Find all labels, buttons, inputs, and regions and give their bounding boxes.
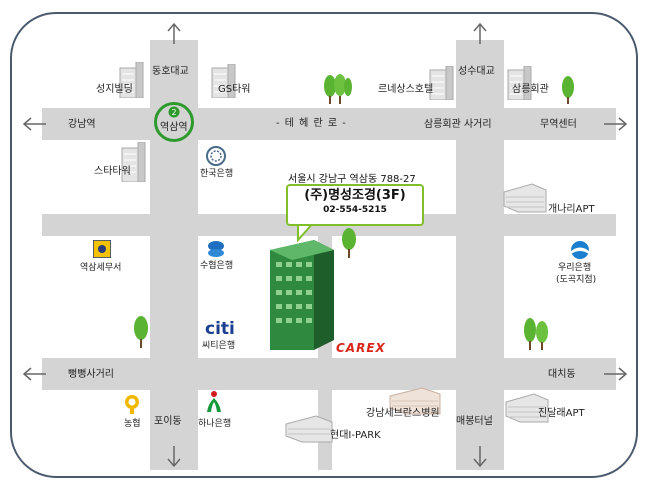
star-tower-label: 스타타워 xyxy=(94,166,131,177)
bank-of-korea-label: 한국은행 xyxy=(200,169,234,179)
seongji-building xyxy=(119,62,144,98)
teheran-road-label: - 테 헤 란 로 - xyxy=(276,118,347,129)
renaissance-building xyxy=(429,66,454,100)
severance-building xyxy=(389,387,441,415)
arrow-down-right-icon xyxy=(473,446,487,468)
suhyup-icon xyxy=(208,241,224,257)
nonghyup-label: 농협 xyxy=(124,419,141,429)
maebong-tunnel-label: 매봉터널 xyxy=(456,416,493,427)
station-label: 역삼역 xyxy=(160,122,188,133)
subway-line-2-icon: 2 xyxy=(168,106,180,118)
gs-tower-building xyxy=(211,64,236,98)
seolleung-intersection-label: 삼릉회관 사거리 xyxy=(424,119,492,130)
trade-center-label: 무역센터 xyxy=(540,119,577,130)
hyundai-ipark-label: 현대I-PARK xyxy=(330,430,381,441)
bank-of-korea-icon xyxy=(206,146,226,166)
daechi-label: 대치동 xyxy=(548,369,576,380)
citi-logo: citi xyxy=(205,319,235,339)
seolleung-hall-label: 삼릉회관 xyxy=(512,84,549,95)
star-tower-building xyxy=(121,142,146,182)
tree-icon xyxy=(134,316,148,348)
poi-dong-label: 포이동 xyxy=(154,416,182,427)
tree-icon xyxy=(562,76,574,104)
seolleung-hall-building xyxy=(507,66,532,100)
tax-office-icon xyxy=(93,240,111,258)
svg-text:2: 2 xyxy=(171,108,176,117)
suhyup-label: 수협은행 xyxy=(200,261,234,271)
tax-office-label: 역삼세무서 xyxy=(80,263,122,273)
arrow-down-left-icon xyxy=(167,446,181,468)
hana-bank-icon xyxy=(207,391,221,412)
hana-label: 하나은행 xyxy=(198,419,232,429)
company-building-icon xyxy=(270,240,334,350)
arrow-up-right-icon xyxy=(473,22,487,44)
gaenari-label: 개나리APT xyxy=(548,204,595,215)
citi-label: 씨티은행 xyxy=(202,341,236,351)
teheran-road xyxy=(42,108,616,140)
carex-logo: CAREX xyxy=(336,341,386,355)
arrow-left-bottom-icon xyxy=(22,367,46,381)
renaissance-label: 르네상스호텔 xyxy=(378,84,434,95)
company-address: 서울시 강남구 역삼동 788-27 xyxy=(288,174,416,185)
gs-tower-label: GS타워 xyxy=(218,84,251,95)
gaenari-apt-building xyxy=(503,183,547,213)
hyundai-ipark-building xyxy=(285,415,333,443)
woori-bank-icon xyxy=(571,241,589,259)
seongji-label: 성지빌딩 xyxy=(96,84,133,95)
arrow-left-top-icon xyxy=(22,117,46,131)
woori-label: 우리은행 xyxy=(558,263,592,273)
company-name: (주)명성조경(3F) xyxy=(304,188,406,203)
jindallae-label: 진달래APT xyxy=(538,408,585,419)
station-marker xyxy=(154,102,194,142)
woori-branch-label: (도곡지점) xyxy=(556,275,597,285)
arrow-right-bottom-icon xyxy=(604,367,628,381)
severance-label: 강남세브란스병원 xyxy=(366,408,440,419)
tree-icon xyxy=(342,228,356,258)
company-phone: 02-554-5215 xyxy=(323,205,387,215)
ppaeppae-intersection-label: 뻥뻥사거리 xyxy=(68,369,114,380)
arrow-right-top-icon xyxy=(604,117,628,131)
company-callout: (주)명성조경(3F) 02-554-5215 xyxy=(286,184,424,226)
tree-icon xyxy=(524,318,548,350)
jindallae-apt-building xyxy=(505,393,549,423)
seongsu-bridge-label: 성수대교 xyxy=(458,66,495,77)
gangnam-station-label: 강남역 xyxy=(68,119,96,130)
nonghyup-icon xyxy=(125,395,139,414)
tree-icon xyxy=(324,74,352,104)
right-avenue xyxy=(456,40,504,470)
dongho-bridge-label: 동호대교 xyxy=(152,66,189,77)
arrow-up-left-icon xyxy=(167,22,181,44)
